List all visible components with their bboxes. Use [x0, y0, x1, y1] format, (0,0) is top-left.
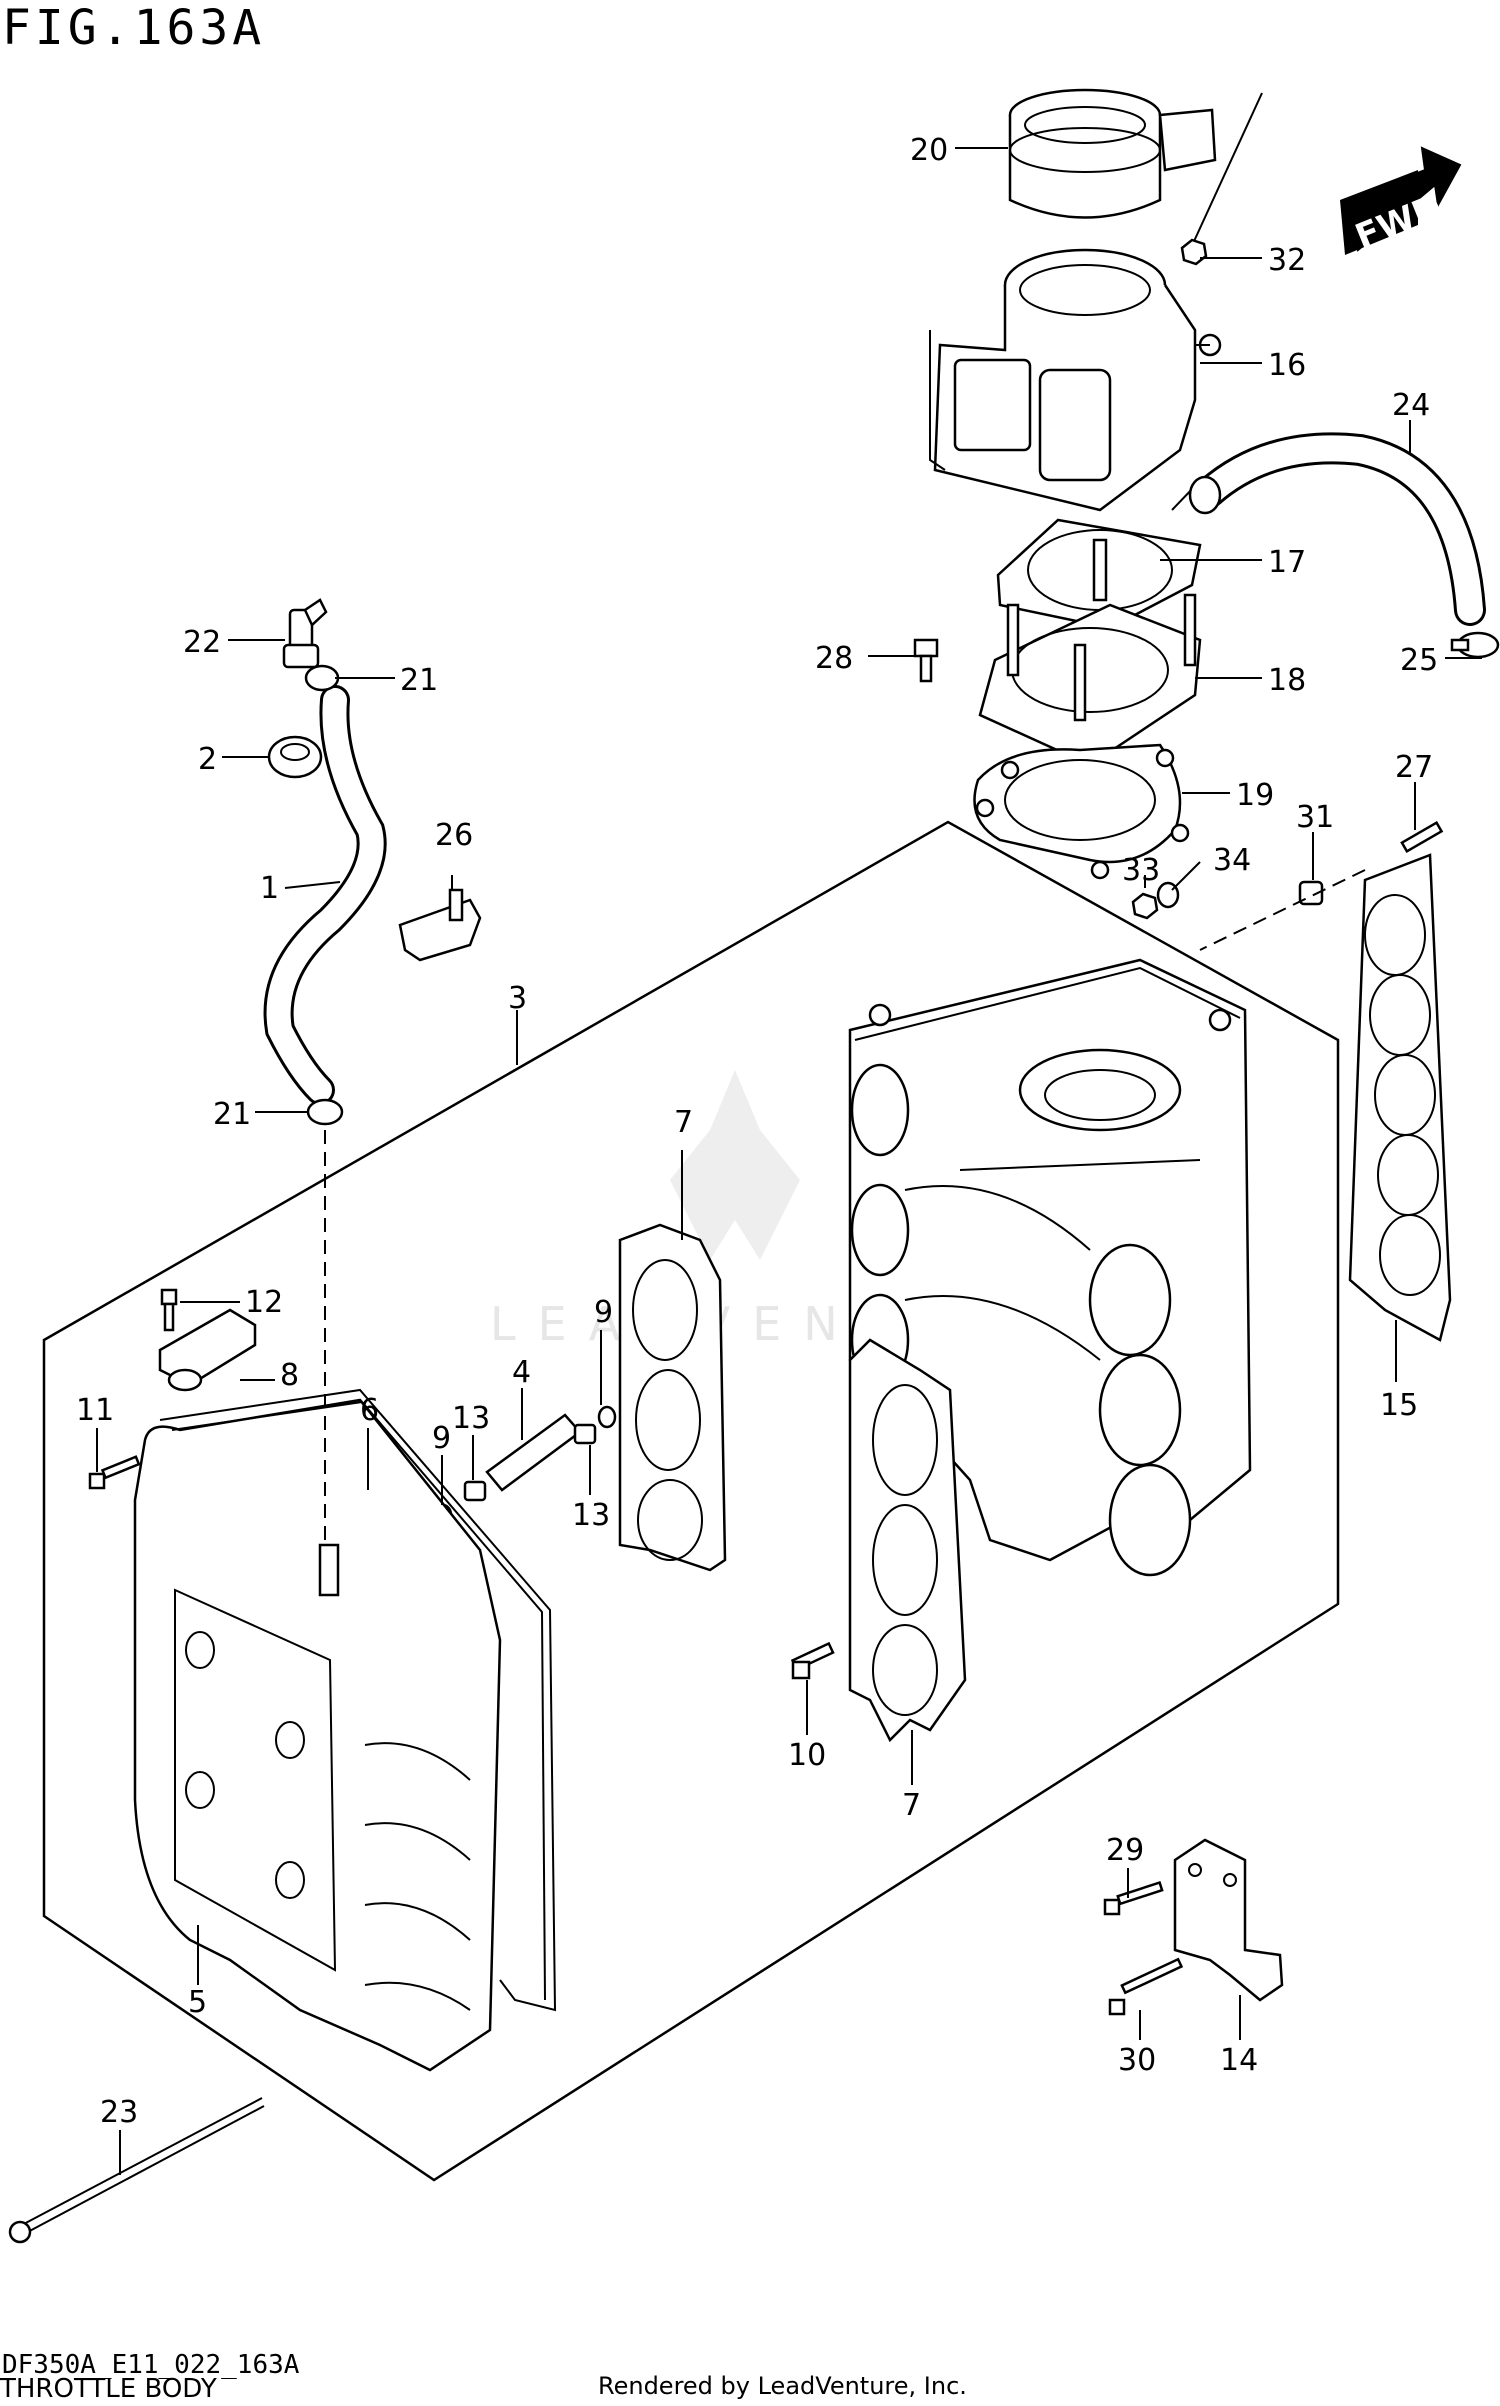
figure-title: FIG.163A	[2, 0, 266, 56]
part-10-bolt	[790, 1641, 835, 1680]
part-4-pipe	[485, 1413, 582, 1492]
callout-31: 31	[1296, 800, 1334, 835]
callout-6: 6	[360, 1393, 379, 1428]
diagram-code: DF350A_E11_022_163A	[2, 2350, 300, 2380]
callout-17: 17	[1268, 545, 1306, 580]
callout-3: 3	[508, 981, 527, 1016]
alignment-line	[1199, 869, 1366, 951]
leader-lines	[96, 147, 1482, 2175]
callout-24: 24	[1392, 388, 1430, 423]
callout-11: 11	[76, 1393, 114, 1428]
part-14-bracket	[1173, 1838, 1284, 2002]
callout-1: 1	[260, 871, 279, 906]
callout-21-lower: 21	[213, 1097, 251, 1132]
part-21-clamp-upper	[304, 664, 340, 692]
section-title: THROTTLE BODY	[0, 2374, 217, 2404]
callout-30: 30	[1118, 2043, 1156, 2078]
callout-28: 28	[815, 641, 853, 676]
part-17-gasket	[996, 518, 1202, 630]
callout-8: 8	[280, 1358, 299, 1393]
callout-18: 18	[1268, 663, 1306, 698]
part-20-intake-duct	[1008, 88, 1217, 219]
part-6-gasket	[159, 1388, 557, 2012]
part-9-oring-right	[597, 1405, 617, 1429]
callout-22: 22	[183, 625, 221, 660]
part-12-screw	[160, 1288, 178, 1332]
part-21-clamp-lower	[306, 1098, 344, 1126]
callout-7-right: 7	[902, 1788, 921, 1823]
part-2-grommet	[267, 735, 323, 779]
part-26-clip	[398, 888, 482, 962]
callout-20: 20	[910, 133, 948, 168]
part-29-bolt	[1103, 1881, 1164, 1916]
part-28-bolt	[913, 638, 939, 683]
callout-15: 15	[1380, 1388, 1418, 1423]
part-7-gasket-left	[618, 1223, 727, 1572]
callout-7-left: 7	[674, 1105, 693, 1140]
part-5-plenum	[133, 1398, 502, 2072]
part-27-stud	[1400, 820, 1444, 854]
part-13-grommet-right	[573, 1423, 597, 1445]
part-33-nut	[1131, 892, 1159, 920]
part-24-hose	[1188, 432, 1486, 626]
callout-9-right: 9	[594, 1295, 613, 1330]
part-15-manifold-gasket	[1348, 853, 1452, 1342]
part-16-throttle-body	[929, 248, 1222, 512]
part-31-dowel	[1298, 880, 1324, 906]
callout-12: 12	[245, 1285, 283, 1320]
callout-29: 29	[1106, 1833, 1144, 1868]
part-11-bolt	[88, 1455, 141, 1490]
callout-14: 14	[1220, 2043, 1258, 2078]
callout-16: 16	[1268, 348, 1306, 383]
rendered-by-credit: Rendered by LeadVenture, Inc.	[598, 2372, 967, 2400]
callout-10: 10	[788, 1738, 826, 1773]
part-30-bolt	[1108, 1957, 1184, 2016]
part-22-fitting	[282, 598, 328, 669]
part-18-adapter	[978, 593, 1202, 767]
part-23-long-bolt	[8, 2097, 265, 2244]
callout-26: 26	[435, 818, 473, 853]
part-1-hose	[263, 685, 387, 1105]
callout-32: 32	[1268, 243, 1306, 278]
part-7-gasket-right	[848, 1338, 967, 1743]
callout-4: 4	[512, 1355, 531, 1390]
callout-labels: 20 32 16 24 17 28 18 25 19 27 31 33 34 1…	[76, 133, 1438, 2130]
callout-33: 33	[1122, 853, 1160, 888]
part-13-grommet-left	[463, 1480, 487, 1502]
callout-23: 23	[100, 2095, 138, 2130]
callout-5: 5	[188, 1985, 207, 2020]
callout-34: 34	[1213, 843, 1251, 878]
callout-25: 25	[1400, 643, 1438, 678]
part-8-sensor	[158, 1308, 257, 1392]
manifold-assembly-frame	[42, 820, 1340, 2182]
throttle-group-bracket	[1189, 92, 1263, 251]
part-19-gasket	[973, 743, 1190, 880]
fwd-arrow-icon: FWD	[1340, 146, 1462, 257]
callout-2: 2	[198, 742, 217, 777]
callout-9-left: 9	[432, 1421, 451, 1456]
callout-21-upper: 21	[400, 663, 438, 698]
part-25-clamp	[1450, 631, 1500, 659]
callout-13-left: 13	[452, 1401, 490, 1436]
part-32-nut	[1180, 238, 1208, 266]
callout-19: 19	[1236, 778, 1274, 813]
callout-27: 27	[1395, 750, 1433, 785]
callout-13-right: 13	[572, 1498, 610, 1533]
